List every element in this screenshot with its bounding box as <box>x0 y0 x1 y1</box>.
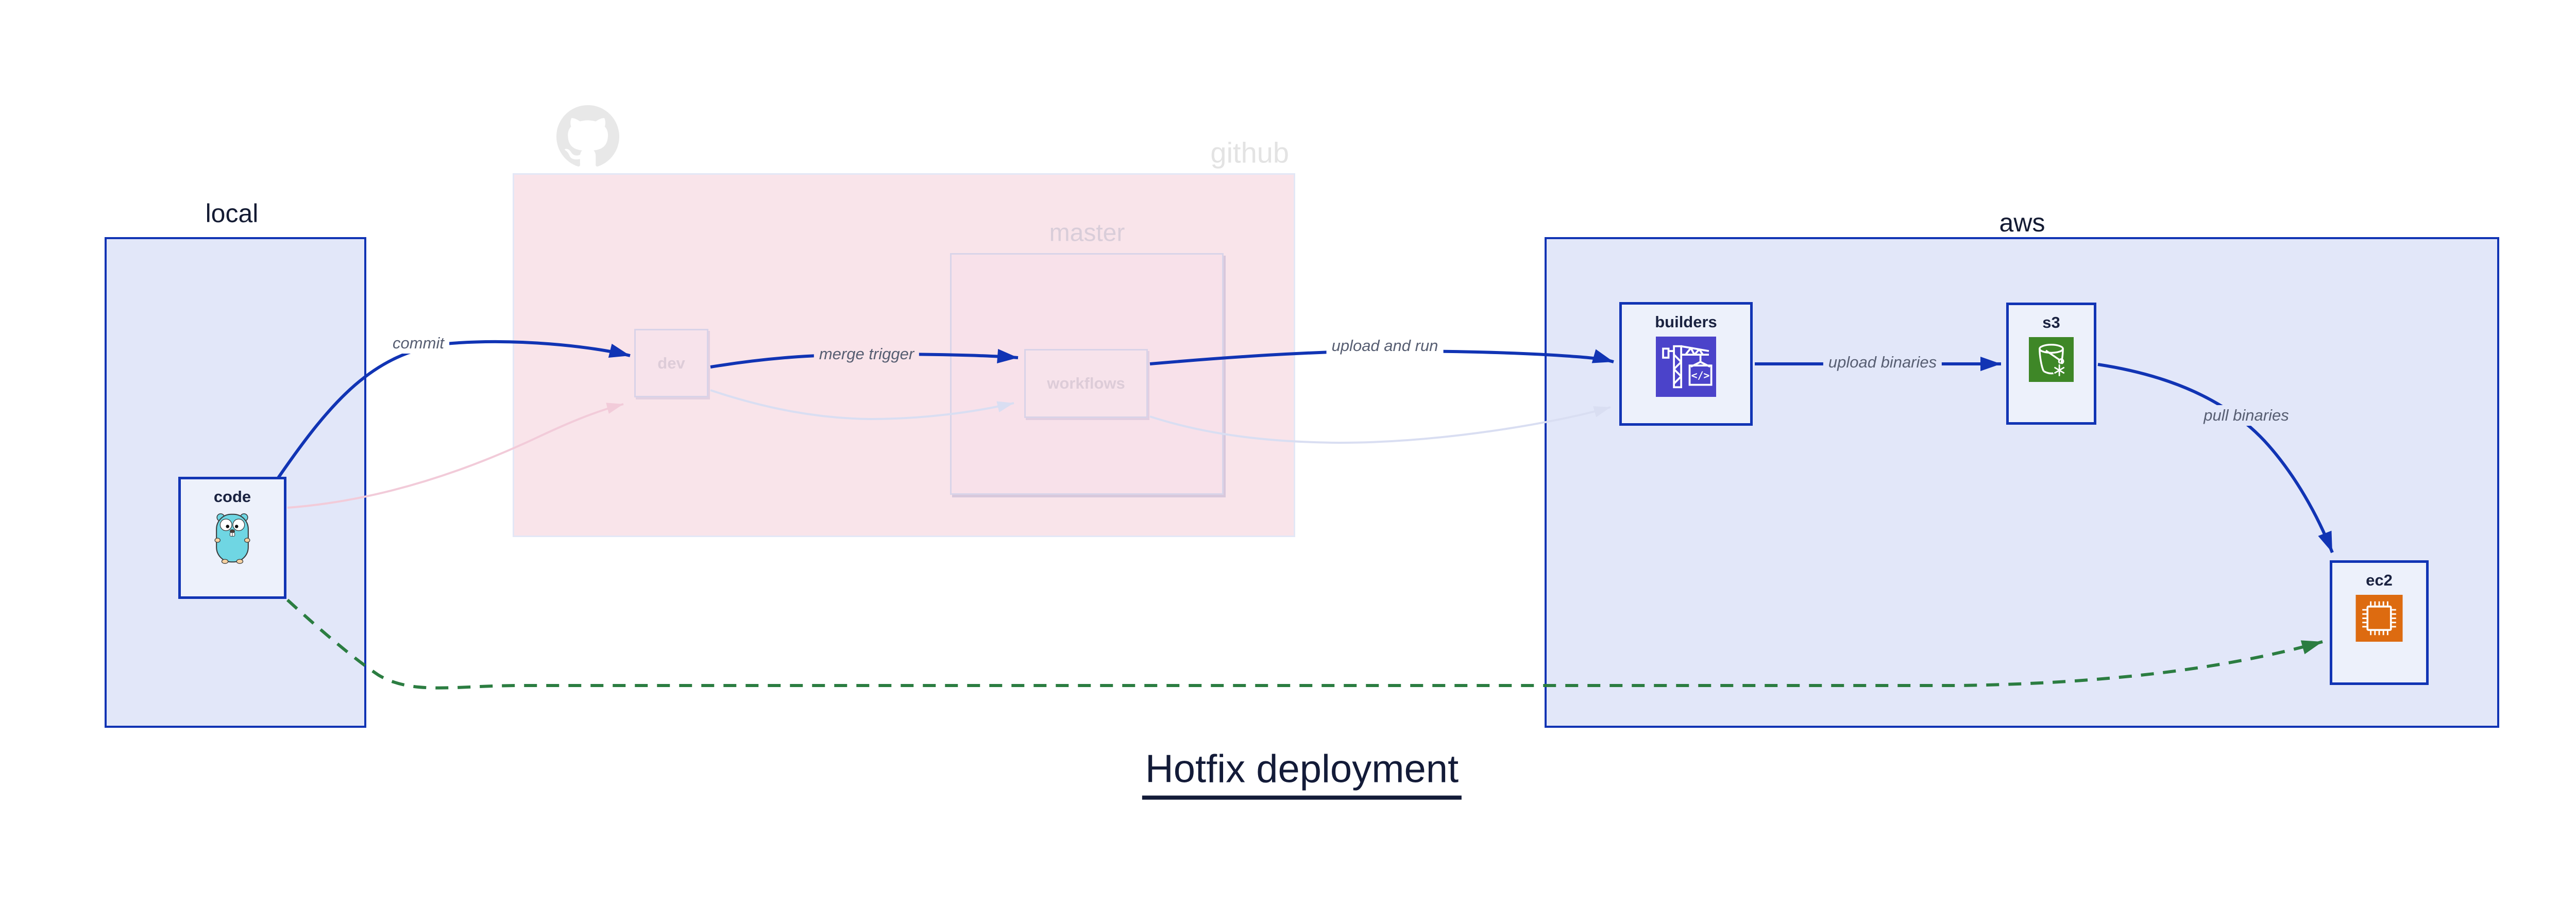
edge-label-merge-trigger: merge trigger <box>814 344 920 364</box>
node-code: code <box>178 477 286 599</box>
node-dev-label: dev <box>657 354 685 372</box>
cluster-master-label: master <box>1049 219 1125 247</box>
edge-pull-binaries <box>2097 363 2334 554</box>
node-workflows-label: workflows <box>1047 374 1125 392</box>
cluster-github-label: github <box>1210 136 1289 169</box>
edge-hotfix-direct <box>286 598 2323 690</box>
svg-text:</>: </> <box>1691 370 1710 381</box>
node-dev: dev <box>634 329 708 397</box>
node-s3-label: s3 <box>2042 313 2060 331</box>
edge-label-pull-binaries: pull binaries <box>2198 405 2294 426</box>
node-workflows: workflows <box>1024 349 1148 418</box>
github-octocat-icon <box>556 105 619 166</box>
edge-label-upload-binaries: upload binaries <box>1823 352 1942 373</box>
cluster-local-label: local <box>205 199 259 228</box>
node-s3: s3 <box>2006 303 2096 425</box>
node-code-label: code <box>213 488 251 506</box>
node-builders: builders </> <box>1619 302 1753 426</box>
edge-dev-workflows-faded <box>710 389 1014 421</box>
edge-code-dev-faded <box>287 403 624 509</box>
go-gopher-icon <box>214 513 250 564</box>
codebuild-crane-icon: </> <box>1656 337 1716 397</box>
ec2-chip-icon <box>2355 595 2403 642</box>
s3-bucket-snowflake-icon <box>2029 337 2074 382</box>
cluster-aws-label: aws <box>1999 208 2045 237</box>
node-ec2-label: ec2 <box>2366 571 2393 589</box>
edge-label-commit: commit <box>387 333 449 354</box>
edge-commit <box>277 340 631 479</box>
edge-workflows-builders-faded <box>1149 406 1611 444</box>
node-ec2: ec2 <box>2330 560 2429 685</box>
diagram-title: Hotfix deployment <box>1142 747 1462 800</box>
node-builders-label: builders <box>1655 313 1717 331</box>
edge-label-upload-and-run: upload and run <box>1326 336 1444 356</box>
